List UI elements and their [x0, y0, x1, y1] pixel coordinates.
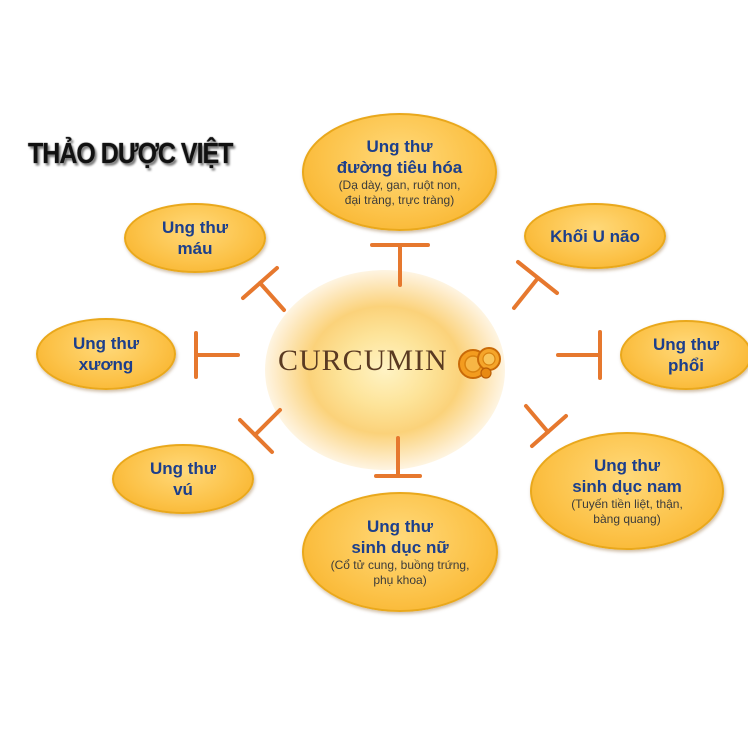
node-title: Ung thư — [593, 456, 661, 475]
brand-logo-text: THẢO DƯỢC VIỆT — [28, 137, 233, 171]
node-title: Ung thư — [652, 335, 720, 354]
node-title: Khối U não — [550, 226, 640, 246]
connector-brain-bar — [516, 260, 559, 295]
node-title: Ung thư — [366, 137, 433, 156]
node-bone-cancer: Ung thư xương — [36, 318, 176, 390]
connector-breast-bar — [238, 418, 274, 454]
node-title: Ung thư — [366, 517, 434, 536]
node-title: phổi — [668, 356, 704, 375]
node-subtitle: (Tuyến tiền liệt, thận, — [571, 497, 683, 511]
node-title: Ung thư — [161, 218, 229, 237]
node-title: sinh dục nam — [572, 477, 682, 496]
node-digestive-cancer: Ung thư đường tiêu hóa (Dạ dày, gan, ruộ… — [302, 113, 497, 231]
node-subtitle: (Cổ tử cung, buồng trứng, — [330, 558, 470, 572]
node-male-reproductive-cancer: Ung thư sinh dục nam (Tuyến tiền liệt, t… — [530, 432, 724, 550]
node-subtitle: đại tràng, trực tràng) — [344, 193, 455, 207]
node-subtitle: phụ khoa) — [373, 573, 427, 587]
connector-blood-bar — [241, 266, 279, 300]
node-title: xương — [78, 355, 134, 374]
turmeric-slices-icon — [458, 347, 501, 379]
node-title: sinh dục nữ — [351, 538, 449, 557]
node-subtitle: (Dạ dày, gan, ruột non, — [338, 178, 461, 192]
connector-male-bar — [530, 414, 568, 448]
connector-male — [524, 404, 550, 434]
node-subtitle: bàng quang) — [593, 512, 661, 526]
node-blood-cancer: Ung thư máu — [124, 203, 266, 273]
center-label: CURCUMIN — [278, 344, 448, 377]
connector-breast — [253, 408, 282, 437]
node-female-reproductive-cancer: Ung thư sinh dục nữ (Cổ tử cung, buồng t… — [302, 492, 498, 612]
node-title: Ung thư — [72, 334, 140, 353]
connector-blood — [258, 281, 286, 312]
node-brain-tumor: Khối U não — [524, 203, 666, 269]
node-title: đường tiêu hóa — [336, 158, 463, 177]
node-lung-cancer: Ung thư phổi — [620, 320, 748, 390]
connector-brain — [512, 276, 540, 310]
node-breast-cancer: Ung thư vú — [112, 444, 254, 514]
node-title: Ung thư — [149, 459, 217, 478]
node-title: vú — [173, 480, 193, 499]
node-title: máu — [177, 239, 213, 258]
